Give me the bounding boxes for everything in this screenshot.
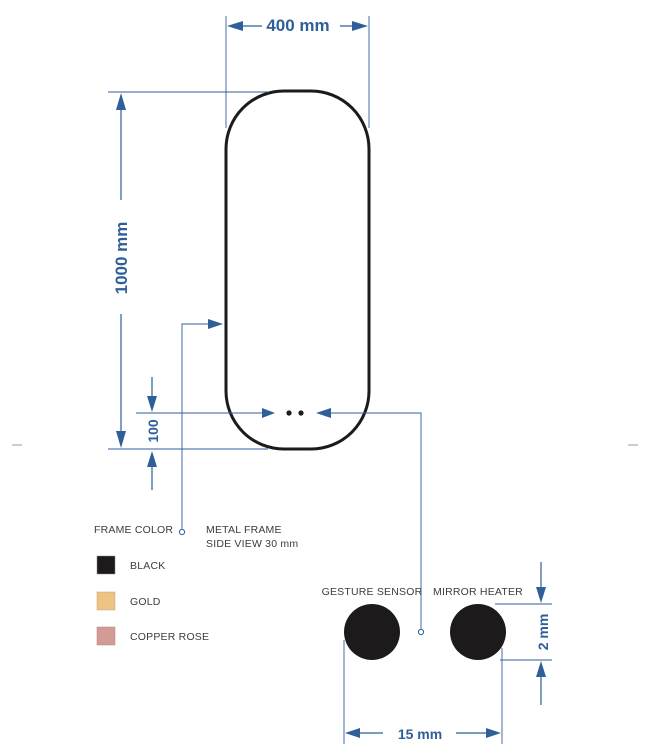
color-option-gold[interactable]: GOLD [96, 591, 161, 611]
gesture-sensor-label: GESTURE SENSOR [322, 586, 423, 598]
color-label-copper-rose: COPPER ROSE [130, 631, 209, 643]
sensor-dot-right [298, 410, 304, 416]
sensor-leader [316, 408, 425, 636]
height-dimension: 1000 mm [108, 91, 268, 450]
height-label: 1000 mm [112, 222, 131, 295]
color-option-copper-rose[interactable]: COPPER ROSE [96, 626, 209, 646]
gesture-sensor-button[interactable] [344, 604, 400, 660]
frame-type-line2: SIDE VIEW 30 mm [206, 538, 298, 550]
color-label-gold: GOLD [130, 596, 161, 608]
mirror-heater-label: MIRROR HEATER [433, 586, 523, 598]
width-label: 400 mm [266, 16, 329, 35]
sensor-dot-left [286, 410, 292, 416]
color-swatch-gold [96, 591, 116, 611]
mirror-outline [224, 89, 371, 451]
button-gap-label: 15 mm [398, 726, 442, 742]
color-option-black[interactable]: BLACK [96, 555, 165, 575]
frame-type-line1: METAL FRAME [206, 524, 282, 536]
color-swatch-copper-rose [96, 626, 116, 646]
button-size-label: 2 mm [535, 614, 551, 651]
button-size-dimension: 2 mm [495, 562, 552, 705]
color-label-black: BLACK [130, 560, 165, 572]
frame-color-title: FRAME COLOR [94, 524, 173, 536]
color-swatch-black [96, 555, 116, 575]
bottom-offset-dimension: 100 [136, 377, 275, 490]
mirror-heater-button[interactable] [450, 604, 506, 660]
width-dimension: 400 mm [225, 16, 370, 128]
button-gap-dimension: 15 mm [343, 640, 503, 744]
frame-leader [178, 319, 223, 536]
bottom-offset-label: 100 [145, 419, 161, 443]
